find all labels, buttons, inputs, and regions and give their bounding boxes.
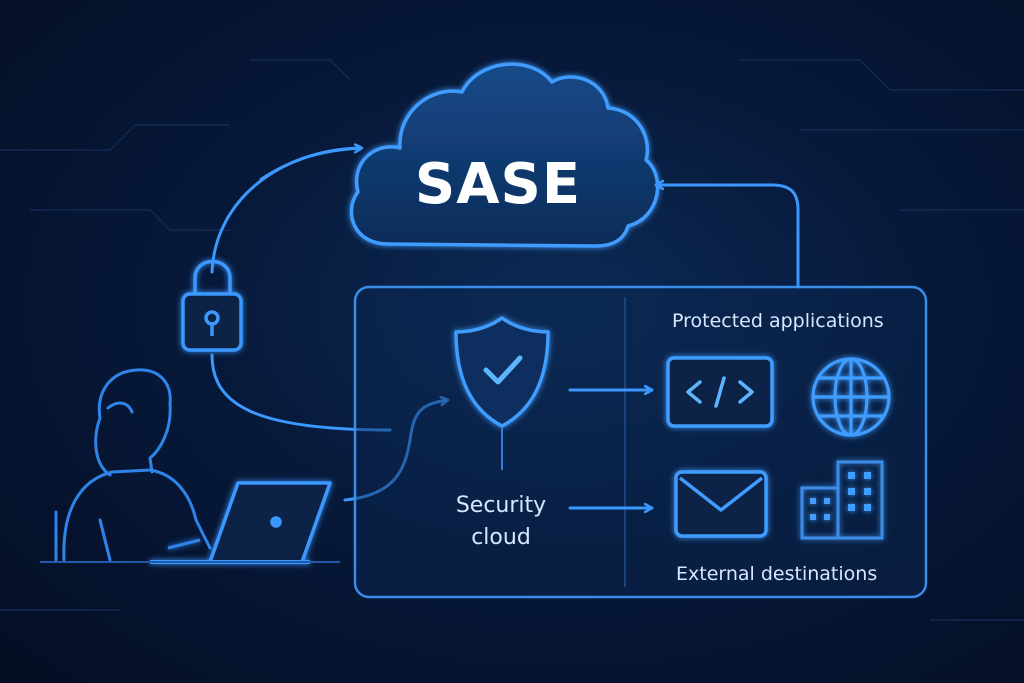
cloud-icon — [349, 62, 660, 248]
security-cloud-line-2: cloud — [471, 525, 531, 550]
arrow-to-cloud-right — [654, 185, 800, 289]
mail-icon — [674, 470, 768, 538]
background-circuit-lines — [0, 59, 1024, 621]
code-icon — [666, 356, 774, 428]
lock-icon — [181, 259, 243, 352]
arrow-laptop-to-shield — [343, 400, 450, 502]
external-destinations-label: External destinations — [676, 563, 878, 585]
laptop-icon — [150, 481, 332, 564]
shield-check-icon — [454, 316, 550, 428]
security-cloud-line-1: Security — [455, 493, 547, 518]
protected-applications-label: Protected applications — [672, 310, 884, 332]
sase-title: SASE — [414, 152, 582, 217]
globe-icon — [811, 357, 891, 437]
building-icon — [800, 460, 884, 540]
arrow-to-cloud-left — [259, 148, 362, 182]
user-icon — [54, 368, 212, 562]
security-cloud-label: Security cloud — [440, 490, 562, 554]
